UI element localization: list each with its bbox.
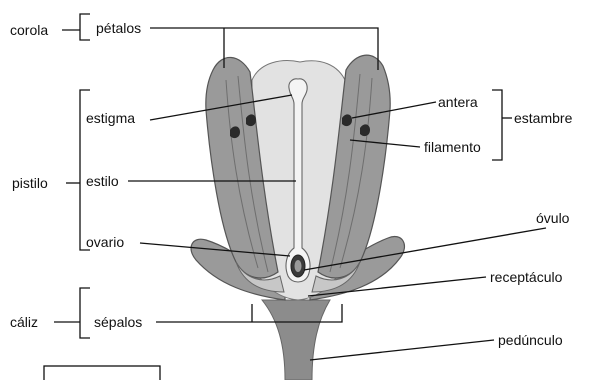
ovule-inner (295, 260, 302, 272)
label-ovulo: óvulo (536, 210, 570, 226)
label-ovario: ovario (86, 234, 124, 250)
label-petalos: pétalos (96, 20, 141, 36)
caliz-bracket (80, 288, 90, 338)
answer-box (44, 366, 160, 380)
label-pistilo: pistilo (12, 175, 48, 191)
label-estambre: estambre (514, 110, 573, 126)
label-estigma: estigma (86, 110, 135, 126)
label-estilo: estilo (86, 173, 119, 189)
label-pedunculo: pedúnculo (498, 332, 563, 348)
label-filamento: filamento (424, 139, 481, 155)
corola-bracket (80, 14, 90, 40)
estambre-bracket (492, 90, 502, 160)
label-antera: antera (438, 94, 478, 110)
petalos-line (150, 28, 378, 70)
peduncle (262, 300, 330, 380)
label-corola: corola (10, 22, 48, 38)
label-sepalos: sépalos (94, 314, 142, 330)
label-caliz: cáliz (10, 314, 38, 330)
flower-illustration (191, 55, 404, 380)
pedunculo-line (310, 340, 494, 360)
label-receptaculo: receptáculo (490, 269, 563, 285)
